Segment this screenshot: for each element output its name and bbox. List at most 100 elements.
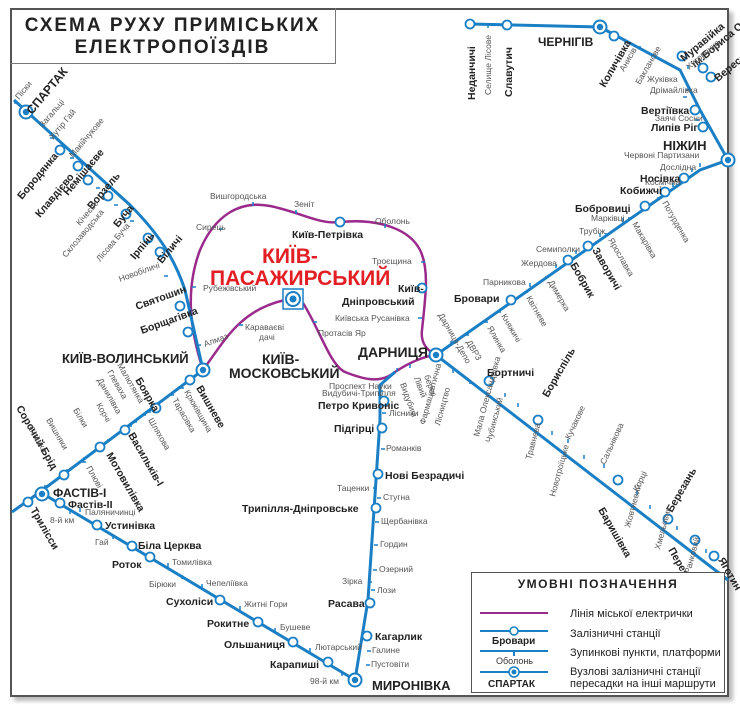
- station-marker[interactable]: [174, 300, 186, 312]
- stop-label: Потурденка: [660, 199, 692, 244]
- station-marker[interactable]: [697, 121, 709, 133]
- stop-label: Жуківка: [647, 74, 678, 84]
- station-marker[interactable]: [705, 71, 717, 83]
- station-marker[interactable]: [372, 468, 384, 480]
- stop-label: Пустовіти: [371, 659, 409, 669]
- station-marker[interactable]: [376, 422, 388, 434]
- station-marker[interactable]: [689, 104, 701, 116]
- station-marker[interactable]: [22, 496, 34, 508]
- hub-kyiv-volynskyi[interactable]: [195, 362, 211, 378]
- station-marker[interactable]: [150, 402, 162, 414]
- station-marker[interactable]: [483, 375, 495, 387]
- station-marker[interactable]: [501, 19, 513, 31]
- station-marker[interactable]: [54, 497, 66, 509]
- legend-sample: СПАРТАК: [488, 679, 535, 690]
- station-marker[interactable]: [287, 636, 299, 648]
- stop-label: Сирець: [196, 222, 226, 232]
- stop-label: Заячі Сосни: [655, 113, 703, 123]
- stop-label: Томилівка: [172, 557, 212, 567]
- station-label: Вертіївка: [641, 105, 689, 117]
- station-marker[interactable]: [184, 374, 196, 386]
- hub-spartak[interactable]: [18, 104, 34, 120]
- station-marker[interactable]: [72, 160, 84, 172]
- map-title: СХЕМА РУХУ ПРИМІСЬКИХ ЕЛЕКТРОПОЇЗДІВ: [10, 8, 336, 64]
- stop-label: Щербанівка: [381, 516, 428, 526]
- station-marker[interactable]: [639, 200, 651, 212]
- station-marker[interactable]: [678, 172, 690, 184]
- stop-label: Гай: [95, 537, 109, 547]
- station-marker[interactable]: [708, 550, 720, 562]
- station-marker[interactable]: [94, 441, 106, 453]
- station-marker[interactable]: [252, 616, 264, 628]
- stop-label: Озерний: [379, 564, 413, 574]
- station-marker[interactable]: [659, 186, 671, 198]
- line-myronivka-west: [39, 490, 356, 682]
- station-marker[interactable]: [608, 30, 620, 42]
- stop-label: Ранковий: [682, 536, 701, 575]
- stop-label: Жовтневий: [622, 483, 643, 528]
- station-marker[interactable]: [662, 513, 674, 525]
- stop-label: дачі: [259, 332, 275, 342]
- hub-myronivka[interactable]: [347, 672, 363, 688]
- stop-label: Проспект Науки: [329, 381, 392, 391]
- hub-chernihiv[interactable]: [592, 19, 608, 35]
- station-label: Неданчичі: [466, 46, 478, 100]
- hub-darnytsia[interactable]: [428, 347, 444, 363]
- station-marker[interactable]: [91, 519, 103, 531]
- station-marker[interactable]: [612, 474, 624, 486]
- stop-label: Лози: [377, 585, 396, 595]
- station-marker[interactable]: [322, 656, 334, 668]
- stop-label: Київська Русанівка: [335, 313, 410, 323]
- hub-nizhyn[interactable]: [720, 152, 736, 168]
- stop-label: Зірка: [342, 576, 363, 586]
- station-marker[interactable]: [676, 50, 688, 62]
- stop-label: Димерка: [546, 278, 572, 313]
- station-marker[interactable]: [58, 469, 70, 481]
- station-marker[interactable]: [370, 502, 382, 514]
- hub-label-chernihiv: ЧЕРНІГІВ: [538, 35, 594, 49]
- station-marker[interactable]: [416, 282, 428, 294]
- station-marker[interactable]: [364, 597, 376, 609]
- legend-item-city-line: Лінія міської електрички: [472, 603, 724, 623]
- station-marker[interactable]: [126, 540, 138, 552]
- stop-label: Лісова Буча: [94, 221, 132, 264]
- station-label: Підгірці: [334, 423, 374, 435]
- line-nizhyn: [435, 158, 729, 357]
- station-marker[interactable]: [120, 208, 132, 220]
- city-line-pass-moscow: [201, 298, 293, 371]
- station-marker[interactable]: [82, 174, 94, 186]
- station-marker[interactable]: [505, 294, 517, 306]
- station-label: Фастів-ІІ: [68, 499, 113, 511]
- stop-label: Космічна: [645, 177, 681, 187]
- stop-label: Житні Гори: [244, 599, 288, 609]
- station-marker[interactable]: [154, 246, 166, 258]
- station-marker[interactable]: [378, 395, 390, 407]
- station-marker[interactable]: [144, 551, 156, 563]
- legend-text: Зупинкові пункти, платформи: [570, 647, 721, 659]
- station-marker[interactable]: [582, 240, 594, 252]
- station-marker[interactable]: [361, 630, 373, 642]
- station-marker[interactable]: [142, 232, 154, 244]
- station-marker[interactable]: [464, 18, 476, 30]
- station-label: Київ-: [398, 283, 424, 295]
- hub-kyiv-pasazhyrskyi[interactable]: [282, 288, 304, 310]
- title-line-1: СХЕМА РУХУ ПРИМІСЬКИХ: [24, 15, 321, 36]
- station-marker[interactable]: [119, 424, 131, 436]
- station-label: Сухоліси: [166, 596, 213, 608]
- station-marker[interactable]: [532, 414, 544, 426]
- station-marker[interactable]: [214, 594, 226, 606]
- station-label: Бровари: [454, 293, 499, 305]
- station-marker[interactable]: [334, 216, 346, 228]
- station-marker[interactable]: [562, 254, 574, 266]
- station-marker[interactable]: [697, 62, 709, 74]
- stop-label: Шляхова: [146, 416, 172, 452]
- station-marker[interactable]: [102, 190, 114, 202]
- stop-label: Травнева: [523, 422, 542, 461]
- station-marker[interactable]: [54, 144, 66, 156]
- hub-fastiv-1[interactable]: [34, 486, 50, 502]
- title-line-2: ЕЛЕКТРОПОЇЗДІВ: [74, 37, 271, 58]
- hub-label-kyiv-moskovskyi-1: КИЇВ-: [262, 351, 300, 367]
- station-marker[interactable]: [689, 534, 701, 546]
- station-marker[interactable]: [182, 326, 194, 338]
- stop-label: Романків: [386, 443, 422, 453]
